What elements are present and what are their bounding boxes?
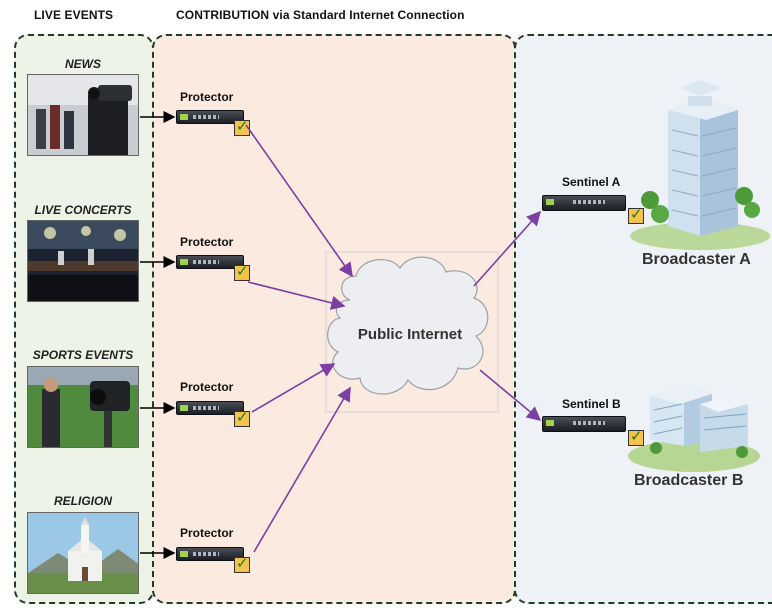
check-icon: ✓ bbox=[628, 205, 644, 224]
public-internet-label: Public Internet bbox=[357, 326, 463, 343]
internet-arrow-4 bbox=[253, 386, 351, 553]
check-icon: ✓ bbox=[234, 554, 250, 573]
event-title-sports-events: SPORTS EVENTS bbox=[32, 348, 134, 362]
protector-label-3: Protector bbox=[180, 380, 234, 394]
internet-arrow-1 bbox=[245, 124, 353, 278]
church-photo bbox=[27, 512, 139, 594]
internet-arrow-sentinel-a bbox=[473, 210, 542, 287]
event-title-news: NEWS bbox=[65, 57, 101, 71]
internet-arrow-2 bbox=[247, 281, 346, 310]
protector-device-1 bbox=[176, 110, 244, 124]
protector-device-3 bbox=[176, 401, 244, 415]
protector-label-2: Protector bbox=[180, 235, 234, 249]
internet-arrow-sentinel-b bbox=[479, 369, 542, 422]
protector-label-4: Protector bbox=[180, 526, 234, 540]
check-icon: ✓ bbox=[234, 408, 250, 427]
check-icon: ✓ bbox=[234, 117, 250, 136]
tower-building-icon bbox=[630, 80, 770, 250]
broadcaster-b-label: Broadcaster B bbox=[634, 472, 744, 489]
check-icon: ✓ bbox=[628, 427, 644, 446]
cloud-icon bbox=[325, 251, 499, 413]
sentinel-a-device bbox=[542, 195, 626, 211]
broadcaster-a-label: Broadcaster A bbox=[642, 251, 751, 268]
sports-reporter-photo bbox=[27, 366, 139, 448]
contribution-header: CONTRIBUTION via Standard Internet Conne… bbox=[176, 8, 465, 22]
sentinel-b-device bbox=[542, 416, 626, 432]
office-building-icon bbox=[628, 384, 760, 472]
sentinel-b-label: Sentinel B bbox=[562, 397, 621, 411]
check-icon: ✓ bbox=[234, 262, 250, 281]
concert-photo bbox=[27, 220, 139, 302]
protector-device-2 bbox=[176, 255, 244, 269]
event-title-live-concerts: LIVE CONCERTS bbox=[34, 203, 132, 217]
protector-device-4 bbox=[176, 547, 244, 561]
internet-arrow-3 bbox=[251, 363, 336, 413]
news-camera-photo bbox=[27, 74, 139, 156]
protector-label-1: Protector bbox=[180, 90, 234, 104]
event-title-religion: RELIGION bbox=[53, 494, 112, 508]
live-events-header: LIVE EVENTS bbox=[34, 8, 114, 22]
sentinel-a-label: Sentinel A bbox=[562, 175, 621, 189]
